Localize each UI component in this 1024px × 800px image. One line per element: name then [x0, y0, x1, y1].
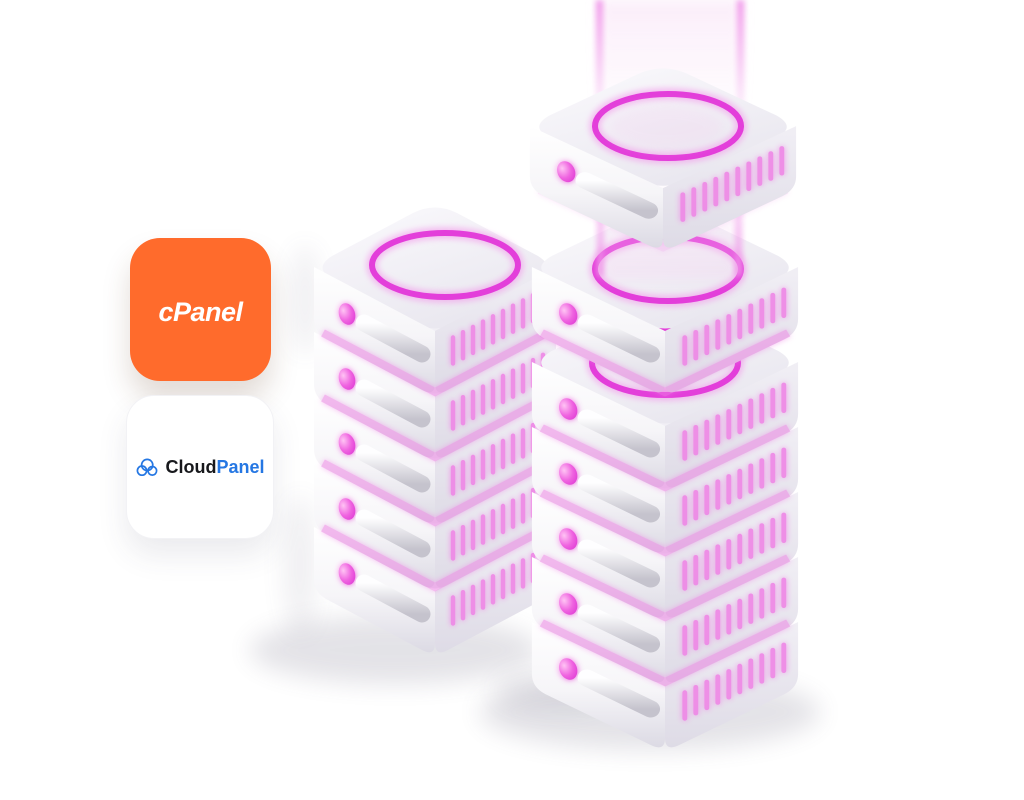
left-server-stack [314, 208, 556, 653]
cpanel-badge: cPanel [130, 238, 271, 381]
floating-server-unit [530, 68, 796, 247]
cloudpanel-text-cloud: Cloud [165, 456, 217, 477]
ring-inner-haze [608, 104, 724, 150]
cpanel-logo-text: cPanel [158, 297, 243, 327]
cloudpanel-logo: CloudPanel [135, 457, 265, 478]
cloudpanel-text-panel: Panel [216, 456, 265, 477]
cloudpanel-badge: CloudPanel [126, 395, 274, 539]
cloudpanel-logo-text: CloudPanel [165, 457, 264, 478]
right-server-stack [532, 208, 798, 748]
cloud-icon [137, 458, 158, 476]
